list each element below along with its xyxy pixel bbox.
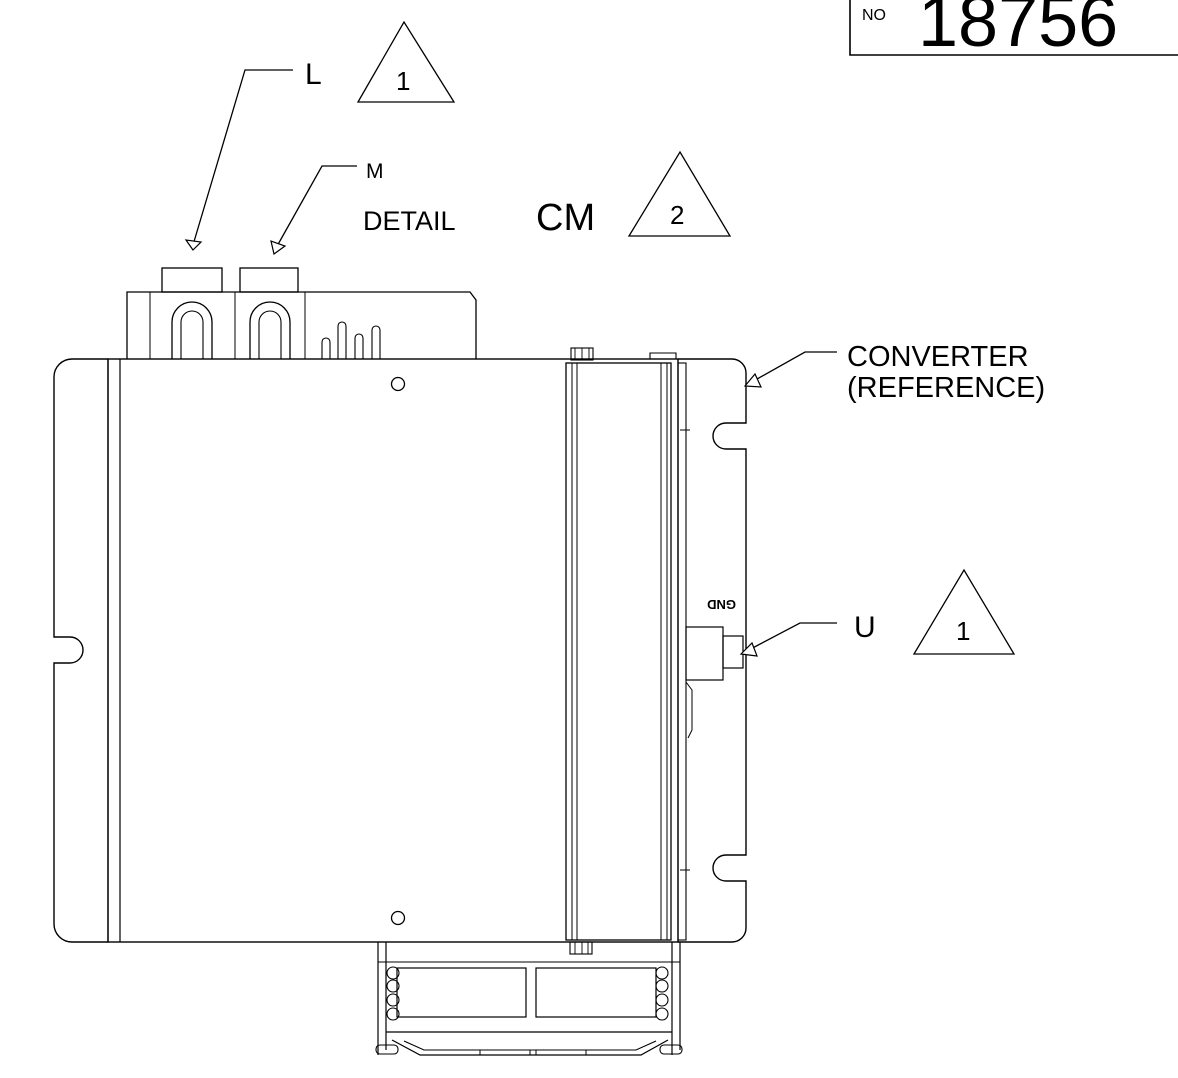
leader-arrowhead <box>184 239 203 251</box>
revision-triangle-m <box>627 150 732 237</box>
callout-l-letter: L <box>305 58 322 91</box>
side-cover <box>565 362 672 941</box>
callout-converter: CONVERTER (REFERENCE) <box>743 341 1045 404</box>
bottom-fan-assembly <box>375 942 683 1056</box>
ground-stud <box>685 626 744 739</box>
drawing-number-box: NO 18756 <box>849 0 1178 62</box>
terminal-loop-l <box>171 301 213 359</box>
drawing-number-prefix: NO <box>862 7 886 24</box>
leader-arrowhead <box>743 372 762 388</box>
revision-triangle-l <box>356 20 456 103</box>
terminal-cap-m <box>239 267 299 293</box>
detail-code: CM <box>536 197 595 239</box>
terminal-cap-l <box>161 267 223 293</box>
callout-u-letter: U <box>854 611 876 644</box>
converter-body: GND <box>53 347 747 955</box>
drawing-number: 18756 <box>918 0 1118 62</box>
main-panel <box>107 358 679 943</box>
leader-arrowhead <box>739 641 758 657</box>
cover-bolt-bottom <box>569 941 593 955</box>
callout-m: M DETAIL CM 2 <box>270 150 732 256</box>
callout-m-letter: M <box>366 160 384 183</box>
top-terminal-block <box>126 267 477 359</box>
revision-triangle-l-number: 1 <box>396 66 410 96</box>
revision-triangle-u-number: 1 <box>956 616 970 646</box>
right-mounting-flange <box>678 358 747 943</box>
panel-screw-top <box>390 376 406 392</box>
revision-triangle-u <box>912 568 1016 655</box>
callout-l: L 1 <box>184 20 456 251</box>
detail-label: DETAIL <box>363 206 456 236</box>
revision-triangle-m-number: 2 <box>670 200 684 230</box>
panel-screw-bottom <box>390 910 406 926</box>
leader-arrowhead <box>270 240 287 256</box>
gnd-label: GND <box>707 597 736 612</box>
callout-u: U 1 <box>739 568 1016 657</box>
terminal-loop-m <box>249 301 291 359</box>
left-mounting-flange <box>53 358 108 943</box>
converter-label-line1: CONVERTER <box>847 341 1029 373</box>
converter-label-line2: (REFERENCE) <box>847 372 1045 404</box>
